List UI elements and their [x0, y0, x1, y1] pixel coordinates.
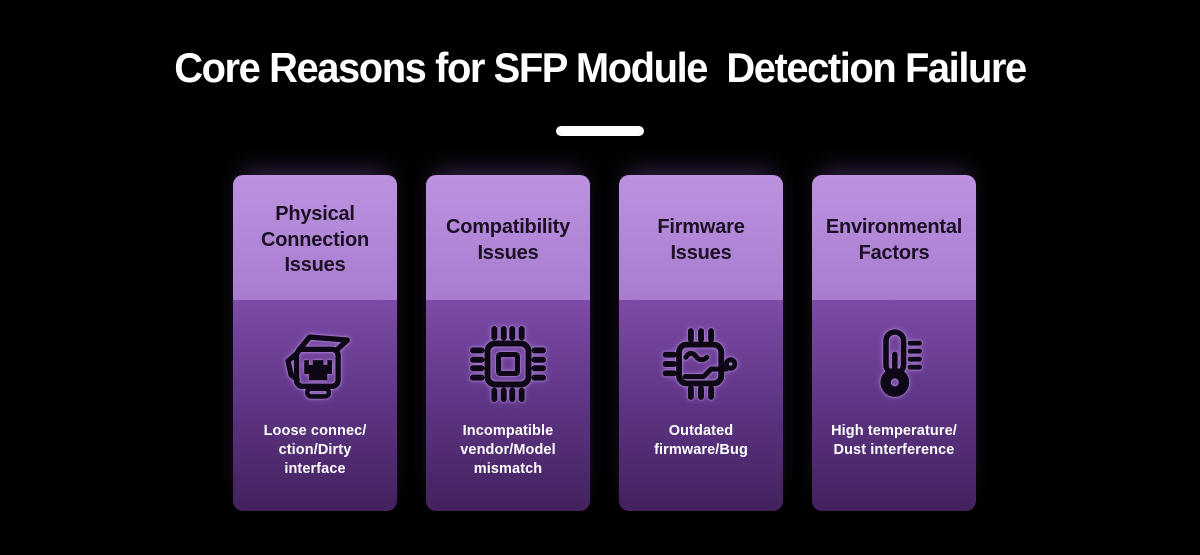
card-description: Incompatible vendor/Model mismatch [460, 423, 556, 477]
page-title: Core Reasons for SFP Module Detection Fa… [174, 44, 1027, 91]
card-header: Physical Connection Issues [233, 175, 397, 300]
thermometer-icon [862, 322, 926, 406]
card-description: High temperature/ Dust interference [831, 423, 957, 458]
card-compatibility-issues: Compatibility Issues Incompatible vendor… [426, 175, 590, 511]
cards-row: Physical Connection Issues Loose connec/… [233, 175, 976, 511]
card-body: Loose connec/ ction/Dirty interface [233, 300, 397, 511]
card-environmental-factors: Environmental Factors High temperature/ … [812, 175, 976, 511]
card-title: Physical Connection Issues [261, 203, 369, 277]
card-header: Compatibility Issues [426, 175, 590, 300]
card-description: Outdated firmware/Bug [654, 423, 748, 458]
title-underline [556, 126, 644, 136]
card-description: Loose connec/ ction/Dirty interface [263, 423, 367, 477]
card-firmware-issues: Firmware Issues Outdated firmware/Bug [619, 175, 783, 511]
card-title: Firmware Issues [657, 215, 745, 264]
card-title: Environmental Factors [825, 215, 963, 264]
cpu-chip-icon [467, 322, 549, 406]
firmware-chip-icon [658, 322, 744, 406]
card-body: Outdated firmware/Bug [619, 300, 783, 511]
card-header: Environmental Factors [812, 175, 976, 300]
card-header: Firmware Issues [619, 175, 783, 300]
ethernet-port-icon [278, 322, 352, 406]
card-title: Compatibility Issues [445, 215, 571, 264]
card-body: Incompatible vendor/Model mismatch [426, 300, 590, 511]
card-body: High temperature/ Dust interference [812, 300, 976, 511]
card-physical-connection-issues: Physical Connection Issues Loose connec/… [233, 175, 397, 511]
